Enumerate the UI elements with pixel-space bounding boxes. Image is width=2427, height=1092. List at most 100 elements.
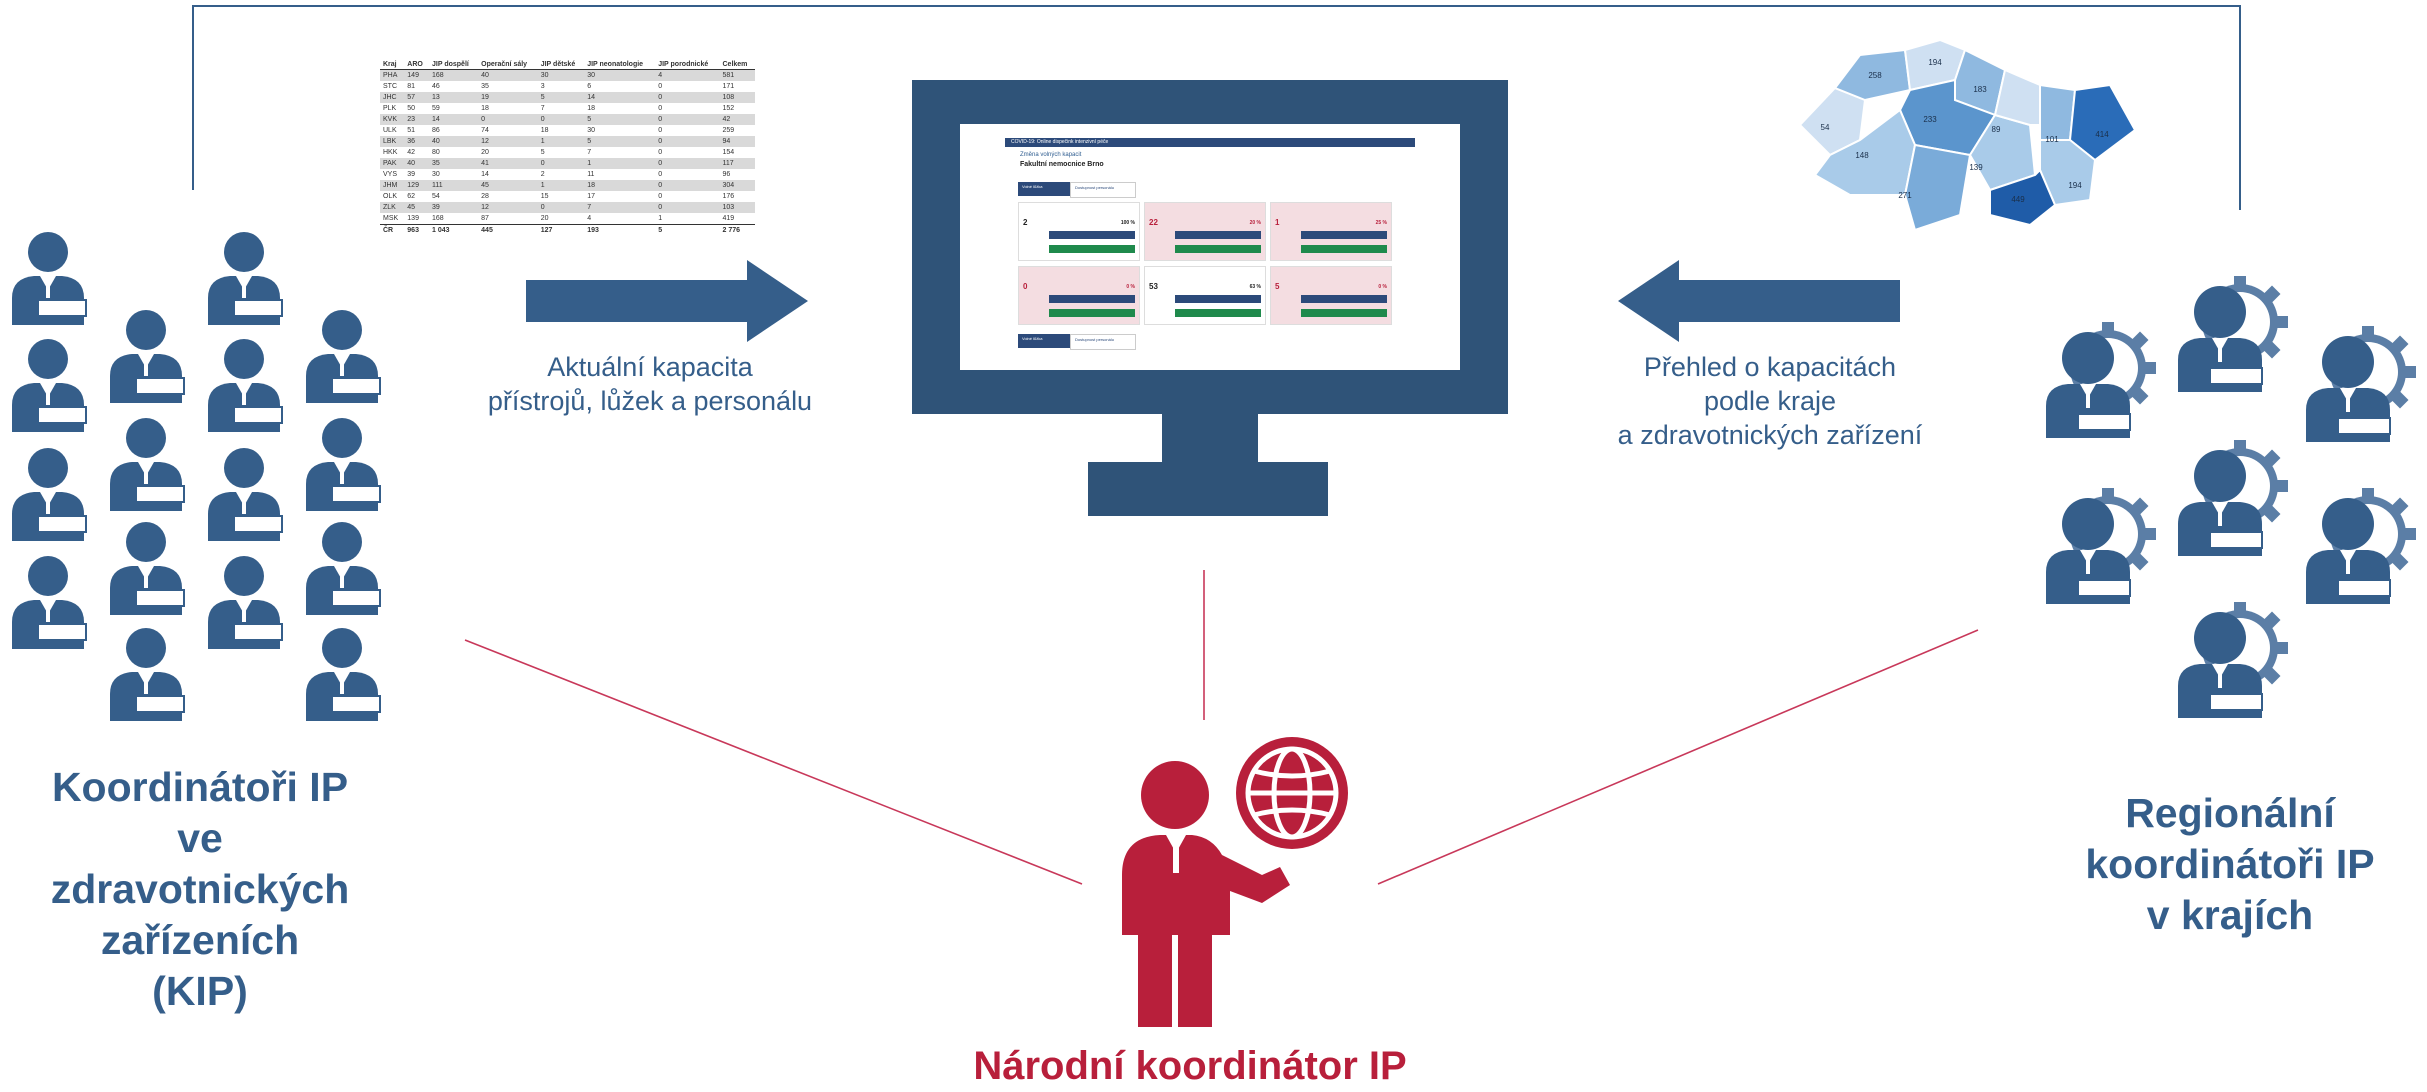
map-region bbox=[1968, 113, 2037, 192]
table-cell: ZLK bbox=[380, 202, 405, 213]
table-cell: 96 bbox=[722, 171, 731, 178]
table-cell: 45 bbox=[404, 202, 430, 213]
table-cell: 176 bbox=[722, 193, 735, 200]
national-coordinator-icon bbox=[1122, 737, 1348, 1027]
map-value: 101 bbox=[2045, 135, 2059, 144]
capacity-card[interactable]: 5 0 % bbox=[1270, 266, 1392, 325]
table-cell: 0 bbox=[655, 158, 720, 169]
table-cell: 0 bbox=[655, 114, 720, 125]
table-cell: 1 043 bbox=[429, 224, 479, 236]
capacity-card[interactable]: 22 20 % bbox=[1144, 202, 1266, 261]
table-cell: 3 bbox=[540, 83, 545, 90]
map-value: 233 bbox=[1923, 115, 1937, 124]
table-cell: 5 bbox=[540, 149, 545, 156]
person-icon bbox=[106, 416, 186, 516]
regional-label-line: koordinátoři IP bbox=[2085, 841, 2375, 887]
gear-person-icon bbox=[2170, 274, 2290, 394]
card-row bbox=[1301, 231, 1387, 239]
table-cell: 18 bbox=[540, 127, 549, 134]
card-row bbox=[1175, 245, 1261, 253]
card-value: 0 bbox=[1023, 282, 1028, 291]
table-cell: 17 bbox=[587, 193, 595, 200]
tab-dostupnost-personalu-bottom[interactable]: Dostupnost personálu bbox=[1070, 334, 1136, 350]
table-cell: 168 bbox=[429, 69, 479, 81]
right-arrow-caption: Přehled o kapacitách podle kraje a zdrav… bbox=[1580, 350, 1960, 452]
person-icon bbox=[106, 520, 186, 620]
tab-volne-luzka-bottom[interactable]: Volné lůžka bbox=[1018, 334, 1072, 348]
table-cell: MSK bbox=[383, 215, 399, 222]
table-cell: 42 bbox=[407, 149, 416, 156]
capacity-card[interactable]: 2 100 % bbox=[1018, 202, 1140, 261]
regional-label-line: v krajích bbox=[2146, 892, 2314, 938]
top-connector-line bbox=[192, 5, 2241, 210]
gear-person-icon bbox=[2170, 438, 2290, 558]
table-cell: 193 bbox=[584, 224, 656, 236]
table-cell: 40 bbox=[478, 69, 538, 81]
table-cell: 14 bbox=[481, 171, 489, 178]
map-region bbox=[2039, 83, 2077, 141]
card-value: 22 bbox=[1149, 218, 1158, 227]
caption-line: přístrojů, lůžek a personálu bbox=[487, 386, 813, 416]
table-cell: 304 bbox=[719, 180, 755, 191]
tab-volne-luzka[interactable]: Volné lůžka bbox=[1018, 182, 1072, 196]
table-cell: 94 bbox=[719, 136, 755, 147]
kip-label: Koordinátoři IP ve zdravotnických zaříze… bbox=[10, 762, 390, 1017]
table-cell: 36 bbox=[404, 136, 430, 147]
person-icon bbox=[204, 230, 284, 330]
table-cell: 5 bbox=[584, 136, 656, 147]
table-cell: 46 bbox=[432, 83, 440, 90]
table-cell: 59 bbox=[432, 105, 440, 112]
table-cell: 117 bbox=[719, 158, 755, 169]
table-cell: PLK bbox=[383, 105, 397, 112]
table-cell: VYS bbox=[383, 171, 398, 178]
table-cell: 81 bbox=[407, 83, 416, 90]
map-region bbox=[2068, 83, 2137, 162]
table-cell: 51 bbox=[407, 127, 416, 134]
capacity-card[interactable]: 1 25 % bbox=[1270, 202, 1392, 261]
map-value: 89 bbox=[1992, 125, 2001, 134]
dashboard-screen: COVID-19: Online dispečink intenzivní pé… bbox=[960, 124, 1460, 370]
table-cell: 28 bbox=[481, 193, 489, 200]
person-icon bbox=[302, 626, 382, 726]
gear-person-icon bbox=[2298, 324, 2418, 444]
table-cell: 18 bbox=[587, 105, 595, 112]
table-cell: 127 bbox=[537, 224, 585, 236]
table-cell: 108 bbox=[719, 92, 755, 103]
table-cell: 2 bbox=[540, 171, 545, 178]
table-cell: 30 bbox=[432, 171, 440, 178]
app-title-bar: COVID-19: Online dispečink intenzivní pé… bbox=[1005, 138, 1415, 147]
table-cell: PHA bbox=[380, 69, 405, 81]
table-cell: 30 bbox=[537, 69, 585, 81]
app-title: COVID-19: Online dispečink intenzivní pé… bbox=[1011, 139, 1109, 145]
table-cell: 963 bbox=[404, 224, 430, 236]
table-cell: 139 bbox=[407, 215, 419, 222]
capacity-card[interactable]: 53 63 % bbox=[1144, 266, 1266, 325]
card-row bbox=[1049, 295, 1135, 303]
table-cell: 39 bbox=[429, 202, 479, 213]
person-icon bbox=[106, 308, 186, 408]
card-row bbox=[1175, 309, 1261, 317]
table-cell: 23 bbox=[404, 114, 430, 125]
table-header-cell: Operační sály bbox=[478, 60, 538, 70]
capacity-card[interactable]: 0 0 % bbox=[1018, 266, 1140, 325]
kip-label-line: zařízeních bbox=[100, 917, 300, 963]
map-icon: 258 194 183 54 233 148 89 101 414 139 19… bbox=[1798, 38, 2137, 232]
table-cell: 45 bbox=[478, 180, 538, 191]
kip-label-line: zdravotnických bbox=[50, 866, 350, 912]
table-cell: 6 bbox=[587, 83, 592, 90]
tab-dostupnost-personalu[interactable]: Dostupnost personálu bbox=[1070, 182, 1136, 198]
table-cell: 2 776 bbox=[719, 224, 755, 236]
table-cell: 62 bbox=[407, 193, 416, 200]
person-icon bbox=[8, 446, 88, 546]
map-value: 449 bbox=[2011, 195, 2025, 204]
kip-label-line: (KIP) bbox=[152, 968, 248, 1014]
table-cell: 0 bbox=[655, 202, 720, 213]
card-percent: 25 % bbox=[1375, 220, 1387, 226]
